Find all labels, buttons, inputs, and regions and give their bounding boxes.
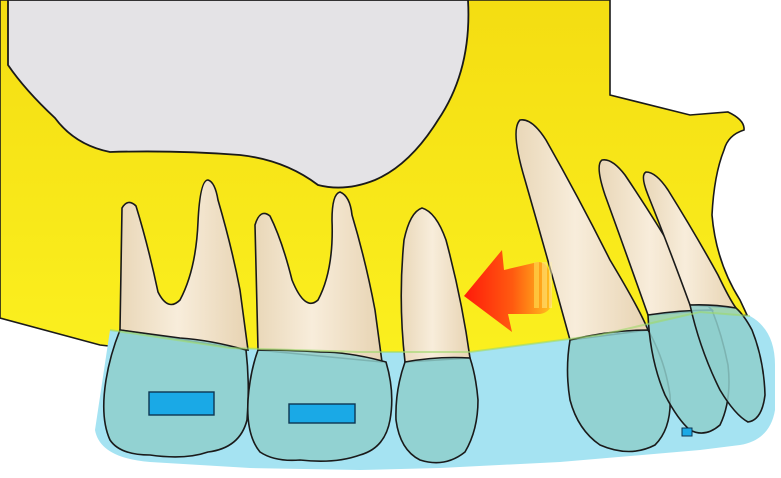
incisor-central-bracket <box>682 428 692 436</box>
molar-2-bracket <box>289 404 355 423</box>
molar-1-bracket <box>149 392 214 415</box>
premolar-crown <box>396 358 478 463</box>
